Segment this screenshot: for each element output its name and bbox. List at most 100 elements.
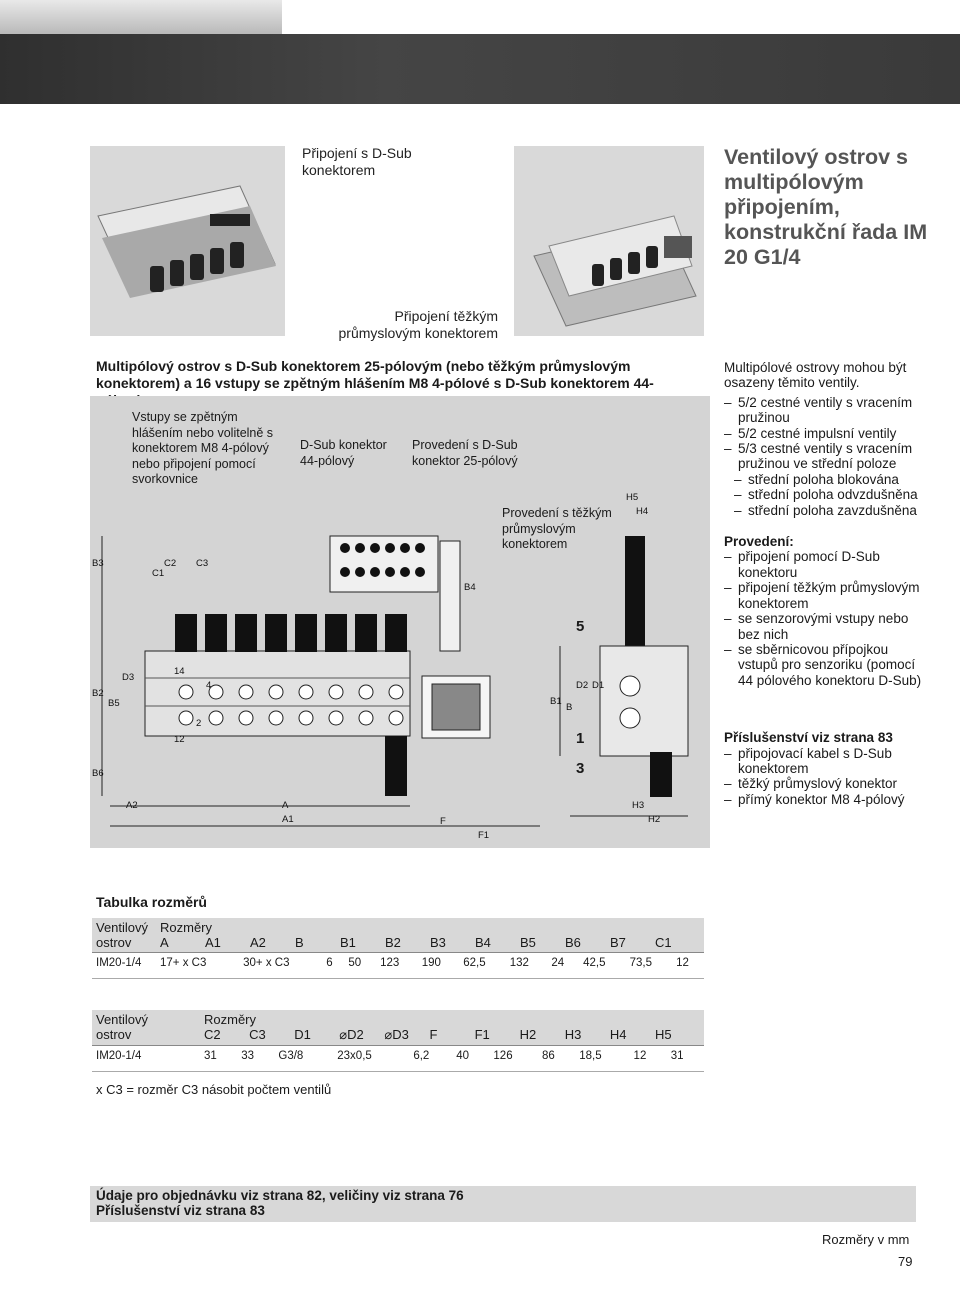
table-header-cell: C3 — [249, 1027, 266, 1042]
photo-heavy-image — [514, 146, 704, 336]
port-12: 12 — [174, 734, 185, 745]
valve-subitem: střední poloha blokována — [724, 472, 930, 488]
callout-dsub25: Provedení s D-Sub konektor 25-pólový — [412, 438, 518, 468]
table-cell: 123 — [376, 952, 418, 979]
dim-h3: H3 — [632, 800, 645, 811]
table-note: x C3 = rozměr C3 násobit počtem ventilů — [96, 1082, 332, 1097]
table-header-cell: B4 — [475, 935, 491, 950]
accessories-item: přímý konektor M8 4-pólový — [724, 792, 930, 808]
table-header-cell: F1 — [474, 1027, 490, 1042]
accessories-item: připojovací kabel s D-Sub konektorem — [724, 746, 930, 777]
dim-h2: H2 — [648, 814, 661, 825]
dim-h4: H4 — [636, 506, 649, 517]
dim-c1: C1 — [152, 568, 165, 579]
photo-dsub — [90, 146, 285, 336]
table-cell: 86 — [538, 1045, 576, 1072]
table-cell: 31 — [666, 1045, 704, 1072]
header-gradient-bar — [0, 0, 282, 34]
accessories-item: těžký průmyslový konektor — [724, 776, 930, 792]
table-header-cell: H3 — [564, 1027, 582, 1042]
table-header-cell: C1 — [655, 935, 672, 950]
provedeni-item: připojení těžkým průmyslovým konektorem — [724, 580, 930, 611]
provedeni-item: se senzorovými vstupy nebo bez nich — [724, 611, 930, 642]
table-header-cell: A1 — [205, 935, 221, 950]
valve-item: 5/2 cestné impulsní ventily — [724, 426, 930, 442]
port-14: 14 — [174, 666, 185, 677]
dim-f: F — [440, 816, 446, 827]
provedeni-item: se sběrnicovou přípojkou vstupů pro senz… — [724, 642, 930, 688]
callout-dsub44: D-Sub konektor 44-pólový — [300, 438, 387, 468]
table-header-cell: C2 — [204, 1027, 221, 1042]
table-cell-id: IM20-1/4 — [92, 952, 156, 979]
table-header-cell: B — [295, 935, 304, 950]
page-number: 79 — [898, 1254, 913, 1269]
dim-b3: B3 — [92, 558, 104, 569]
valve-subitem: střední poloha odvzdušněna — [724, 487, 930, 503]
technical-drawing: Vstupy se zpětným hlášením nebo voliteln… — [90, 396, 710, 848]
callout-inputs: Vstupy se zpětným hlášením nebo voliteln… — [132, 410, 274, 486]
table-header-cell: ⌀D3 — [384, 1027, 409, 1042]
table-header-cell: B2 — [385, 935, 401, 950]
dim-b4: B4 — [464, 582, 476, 593]
table-cell: 42,5 — [579, 952, 626, 979]
footer-line-2: Příslušenství viz strana 83 — [96, 1203, 265, 1218]
dim-d3: D3 — [122, 672, 135, 683]
dim-b: B — [566, 702, 573, 713]
accessories-list: připojovací kabel s D-Sub konektorem těž… — [724, 746, 930, 808]
table-header-cell: B5 — [520, 935, 536, 950]
accessories-title: Příslušenství viz strana 83 — [724, 730, 893, 746]
dim-a2: A2 — [126, 800, 138, 811]
port-5: 5 — [576, 618, 585, 635]
dim-b6: B6 — [92, 768, 104, 779]
table-cell: 31 — [200, 1045, 238, 1072]
side-intro: Multipólové ostrovy mohou být osazeny tě… — [724, 360, 907, 391]
units-note: Rozměry v mm — [822, 1232, 910, 1247]
valve-list: 5/2 cestné ventily s vracením pružinou 5… — [724, 395, 930, 519]
port-4: 4 — [206, 680, 212, 691]
table-headers: C2 C3 D1 ⌀D2 ⌀D3 F F1 H2 H3 H4 H5 — [204, 1027, 700, 1043]
header-band — [0, 34, 960, 104]
valve-item: 5/2 cestné ventily s vracením pružinou — [724, 395, 930, 426]
dim-c2: C2 — [164, 558, 177, 569]
table-header-cell: H2 — [519, 1027, 537, 1042]
table-header-cell: ⌀D2 — [339, 1027, 364, 1042]
table-cell: 40 — [452, 1045, 490, 1072]
table-cell: 12 — [672, 952, 704, 979]
table-header-cell: B1 — [340, 935, 356, 950]
table-header-cell: B3 — [430, 935, 446, 950]
table-col0-header: Ventilový ostrov — [92, 918, 156, 953]
table-cell: 6 — [322, 952, 345, 979]
provedeni-list: připojení pomocí D-Sub konektoru připoje… — [724, 549, 930, 688]
table-cell: 6,2 — [409, 1045, 453, 1072]
dim-a: A — [282, 800, 289, 811]
table-cell: 126 — [489, 1045, 539, 1072]
table-header-cell: H5 — [654, 1027, 672, 1042]
table-header-cell: A — [160, 935, 169, 950]
table-header-cell: F — [429, 1027, 438, 1042]
table-header-cell: H4 — [609, 1027, 627, 1042]
footer-line-1: Údaje pro objednávku viz strana 82, veli… — [96, 1188, 464, 1203]
table-title: Tabulka rozměrů — [96, 894, 207, 910]
dim-d2: D2 — [576, 680, 589, 691]
dim-b5: B5 — [108, 698, 120, 709]
table-header-cell: D1 — [294, 1027, 311, 1042]
table-cell: 23x0,5 — [333, 1045, 410, 1072]
table-cell: 132 — [505, 952, 548, 979]
footer-box: Údaje pro objednávku viz strana 82, veli… — [90, 1186, 916, 1222]
port-1: 1 — [576, 730, 585, 747]
table-cell: 24 — [547, 952, 580, 979]
page-title: Ventilový ostrov s multipólovým připojen… — [724, 145, 928, 269]
photo-heavy-label: Připojení těžkým průmyslovým konektorem — [338, 308, 499, 341]
provedeni-item: připojení pomocí D-Sub konektoru — [724, 549, 930, 580]
table-header-cell: B7 — [610, 935, 626, 950]
dim-h5: H5 — [626, 492, 639, 503]
table-cell: G3/8 — [274, 1045, 334, 1072]
provedeni-title: Provedení: — [724, 534, 794, 550]
table-cell: 17+ x C3 — [156, 952, 240, 979]
